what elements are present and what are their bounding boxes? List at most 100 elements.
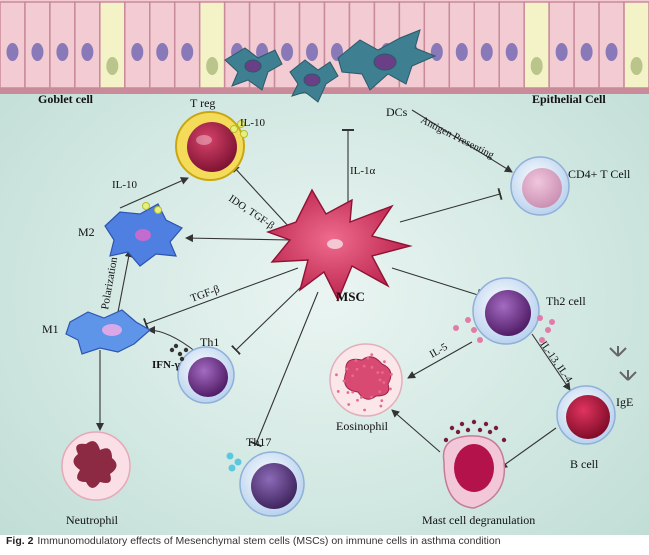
eosinophil-granule [370,353,374,357]
b-cell [556,385,616,445]
eosinophil-granule [380,371,384,374]
mast-granule [465,427,471,433]
cell-nucleus [580,43,593,61]
eosinophil-granule [378,390,382,394]
inhibit-th17 [250,291,319,448]
arrow-th2-to-bcell [531,333,571,391]
cell-nucleus [31,43,44,61]
arrows [96,109,571,469]
dendritic-cells [224,29,437,103]
eosinophil-granule [336,390,340,393]
eosinophil-granule [351,374,355,378]
eosinophil-label: Eosinophil [336,419,389,433]
cell-nucleus [555,43,568,61]
eosinophil-granule [362,364,366,368]
b-cell-label: B cell [570,457,599,471]
mast-granule [455,429,461,435]
msc-label: MSC [336,289,365,304]
mast-granule [443,437,449,443]
msc-cell [265,188,413,302]
th2-label: Th2 cell [546,294,586,308]
arrow-th1-to-m1 [147,326,197,353]
eosinophil-granule [342,379,346,383]
eosinophil-granule [346,391,350,394]
cd4-label: CD4+ T Cell [568,167,631,181]
arrow-th2-to-eosinophil [407,341,473,379]
cell-nucleus [6,43,19,61]
ifn-gamma-label: IFN-γ [152,359,180,371]
treg-label: T reg [190,96,215,110]
arrow-polarization [117,249,133,313]
arrow-msc-to-m2 [185,234,291,243]
cell-nucleus [630,57,643,75]
m1-macrophage [65,309,152,355]
th17-cell [226,451,305,517]
eosinophil-granule [378,378,382,382]
eosinophil-granule [356,398,359,402]
il10-dots-treg [230,120,248,138]
neutrophil-cell [61,431,131,501]
cell-nucleus [56,43,69,61]
eosinophil-granule [379,404,383,408]
figure-number: Fig. 2 [6,535,34,547]
goblet-cell [198,1,226,89]
cell-nucleus [505,43,518,61]
figure-caption-text: Immunomodulatory effects of Mesenchymal … [37,535,501,547]
eosinophil-granule [376,371,380,374]
eosinophil-granule [389,387,392,391]
mast-granule [487,429,493,435]
m2-label: M2 [78,225,95,239]
arrow-bcell-to-mast [499,427,557,469]
th2-cell [472,277,540,345]
ifn-dots [169,343,189,362]
cell-nucleus [131,43,144,61]
arrow-mast-to-eosinophil [391,409,441,453]
eosinophil-granule [354,359,358,362]
cell-nucleus [156,43,169,61]
neutrophil-label: Neutrophil [66,513,119,527]
eosinophil-granule [389,373,393,376]
dcs-label: DCs [386,105,408,119]
th1-label: Th1 [200,335,219,349]
il1a-label: IL-1α [350,165,376,177]
m1-label: M1 [42,322,59,336]
eosinophil-granule [335,373,338,377]
eosinophil-granule [369,395,373,399]
arrow-m2-to-treg [119,177,189,209]
eosinophil-granule [363,408,366,412]
ige-antibodies [609,346,637,381]
m2-macrophage [104,202,183,267]
cell-nucleus [530,57,543,75]
cd4-t-cell [510,156,570,216]
cell-nucleus [455,43,468,61]
inhibit-m1 [142,267,299,330]
mast-cell-label: Mast cell degranulation [422,513,535,527]
mast-granule [449,425,455,431]
epithelial-cell-label: Epithelial Cell [532,92,606,106]
eosinophil-cell [329,343,403,417]
eosinophil-granule [380,399,384,403]
immune-diagram: Goblet cell Epithelial Cell DCs T reg IL… [0,0,649,535]
mast-granule [459,421,465,427]
arrow-msc-to-treg [231,164,291,229]
mast-granule [501,437,507,443]
cell-nucleus [106,57,119,75]
mast-granule [471,419,477,425]
eosinophil-granule [370,365,374,369]
eosinophil-granule [382,381,386,384]
arrow-dc-to-cd4 [411,109,513,173]
inhibit-th2 [391,267,481,302]
cell-nucleus [81,43,94,61]
eosinophil-granule [366,356,370,360]
cell-nucleus [281,43,294,61]
cell-nucleus [181,43,194,61]
epithelium-layer [0,0,649,94]
il10-m2-label: IL-10 [112,179,138,191]
eosinophil-granule [347,403,351,406]
cell-nucleus [206,57,219,75]
goblet-cell [523,1,550,89]
mast-granule [493,425,499,431]
ige-label: IgE [616,395,633,409]
